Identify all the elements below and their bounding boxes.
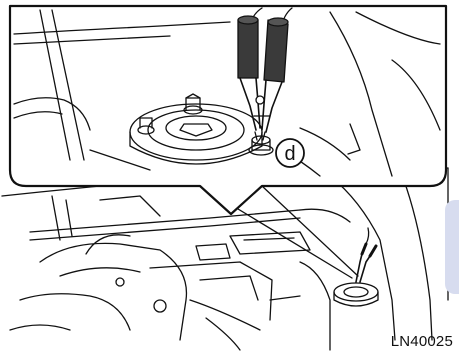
callout-letter: d: [284, 143, 295, 165]
side-tab-marker: [445, 200, 459, 294]
figure-code: LN40025: [391, 333, 453, 350]
detail-callout: [10, 6, 446, 214]
small-clamp-icon: [356, 228, 376, 282]
